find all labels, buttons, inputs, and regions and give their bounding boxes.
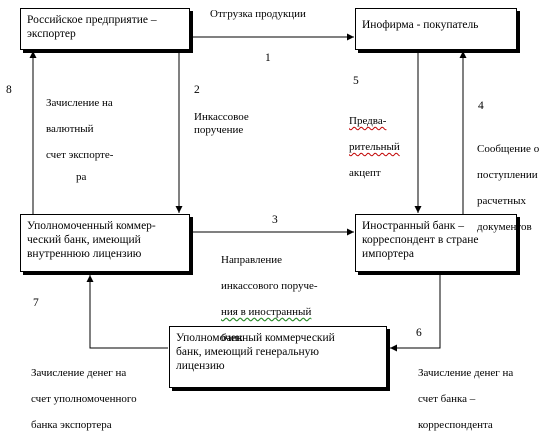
label-receipt-line: расчетных — [477, 195, 527, 207]
label-credit-auth-line: банка экспортера — [31, 419, 112, 431]
flow-arrows — [29, 33, 467, 352]
label-credit-auth-line: Зачисление денег на — [31, 367, 127, 379]
step-number-4: 4 — [478, 100, 484, 112]
box-foreign-bank-text: Иностранный банк – корреспондент в стран… — [362, 220, 479, 260]
label-credit-corr-line: Зачисление денег на — [418, 367, 514, 379]
box-exporter: Российское предприятие – экспортер — [20, 8, 190, 50]
label-credit-to-correspondent: Зачисление денег на счет банка – корресп… — [418, 354, 513, 445]
box-authorized-bank-general-text: Уполномоченный коммерческий банк, имеющи… — [176, 332, 335, 372]
arrow-credit-to-authorized — [86, 275, 168, 349]
label-sending-line: Направление — [221, 254, 283, 266]
box-foreign-bank: Иностранный банк – корреспондент в стран… — [355, 214, 517, 272]
step-number-2: 2 — [194, 84, 200, 96]
label-preliminary-line: Предва- — [349, 115, 387, 127]
label-sending-order: Направление инкассового поруче- ния в ин… — [221, 241, 318, 358]
label-credit-corr-line: корреспондента — [418, 419, 493, 431]
step-number-1: 1 — [265, 52, 271, 64]
label-documents-receipt: Сообщение о поступлении расчетных докуме… — [477, 130, 539, 247]
label-sending-line: ния в иностранный — [221, 306, 312, 318]
box-buyer: Инофирма - покупатель — [355, 8, 517, 50]
label-receipt-line: Сообщение о — [477, 143, 540, 155]
label-credit-currency-line: валютный — [46, 123, 94, 135]
label-preliminary-line: акцепт — [349, 167, 381, 179]
arrow-credit-to-correspondent — [390, 273, 441, 352]
label-receipt-line: поступлении — [477, 169, 538, 181]
label-sending-line: банк — [221, 332, 243, 344]
label-credit-to-authorized: Зачисление денег на счет уполномоченного… — [31, 354, 137, 445]
step-number-7: 7 — [33, 297, 39, 309]
label-credit-corr-line: счет банка – — [418, 393, 476, 405]
label-receipt-line: документов — [477, 221, 532, 233]
step-number-6: 6 — [416, 327, 422, 339]
step-number-5: 5 — [353, 75, 359, 87]
box-authorized-bank-general: Уполномоченный коммерческий банк, имеющи… — [169, 326, 387, 388]
step-number-8: 8 — [6, 84, 12, 96]
step-number-3: 3 — [272, 214, 278, 226]
label-credit-auth-line: счет уполномоченного — [31, 393, 137, 405]
box-authorized-bank-internal-text: Уполномоченный коммер- ческий банк, имею… — [27, 220, 156, 260]
label-credit-currency-line: счет экспорте- — [46, 149, 114, 161]
label-preliminary-acceptance: Предва- рительный акцепт — [349, 102, 400, 193]
label-credit-currency-account: Зачисление на валютный счет экспорте- ра — [46, 84, 113, 197]
label-sending-line: инкассового поруче- — [221, 280, 318, 292]
box-buyer-text: Инофирма - покупатель — [362, 19, 479, 31]
label-preliminary-line: рительный — [349, 141, 400, 153]
label-collection-order: Инкассовое поручение — [194, 111, 249, 136]
box-authorized-bank-internal: Уполномоченный коммер- ческий банк, имею… — [20, 214, 190, 272]
label-credit-currency-line: Зачисление на — [46, 97, 113, 109]
label-credit-currency-line: ра — [76, 171, 87, 183]
label-shipment: Отгрузка продукции — [210, 8, 306, 20]
box-exporter-text: Российское предприятие – экспортер — [27, 14, 157, 40]
